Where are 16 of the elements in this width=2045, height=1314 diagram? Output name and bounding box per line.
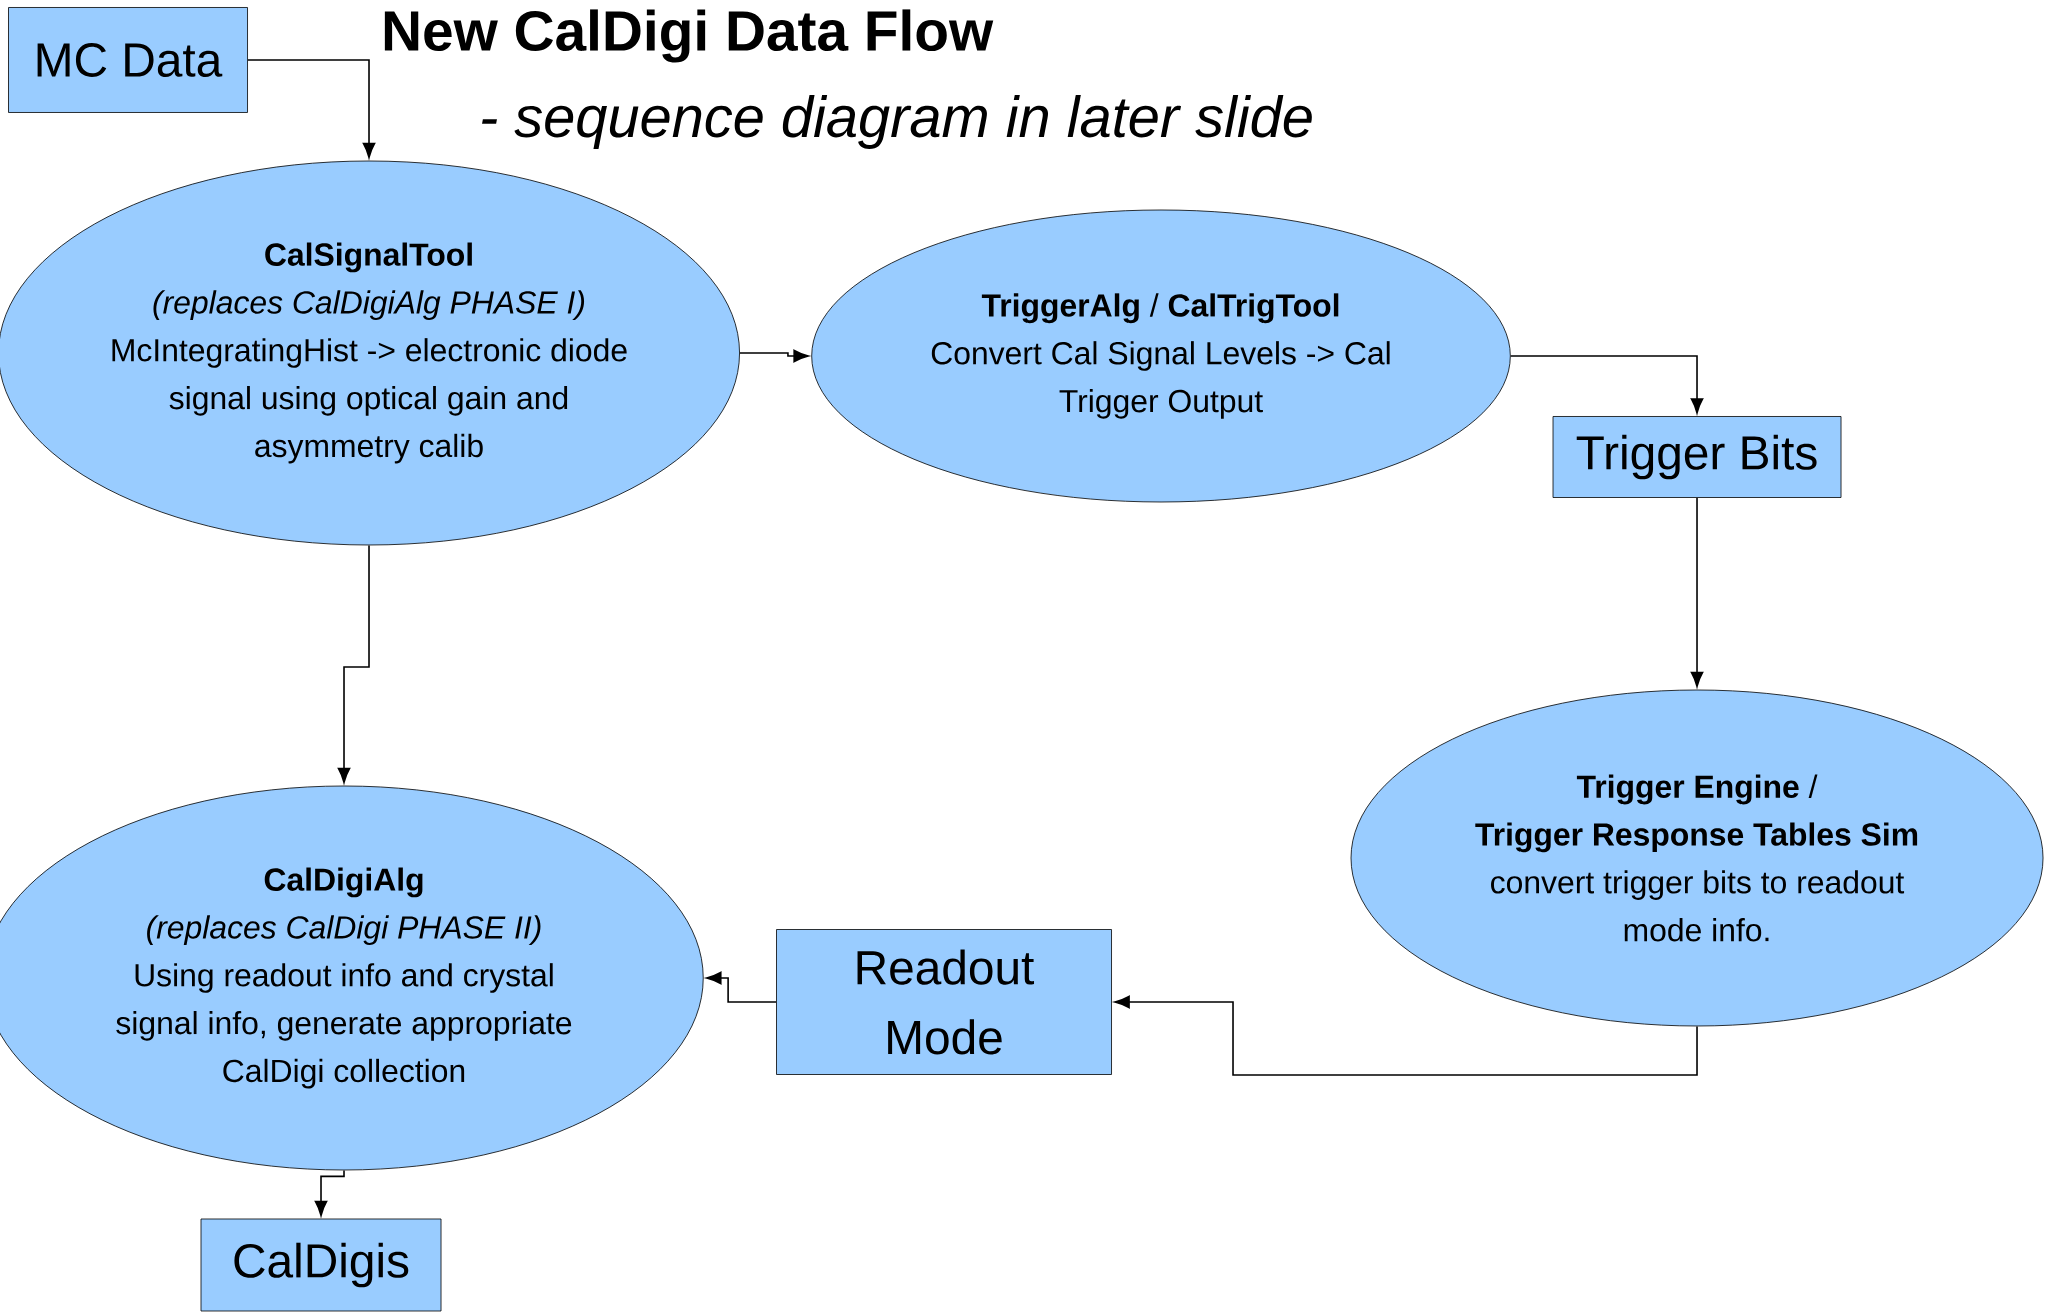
arrow: [314, 1169, 345, 1217]
arrow: [1690, 497, 1704, 688]
process-box: CalDigis: [200, 1218, 442, 1312]
process-box: MC Data: [8, 7, 248, 113]
title: New CalDigi Data Flow: [384, 9, 994, 63]
arrow: [337, 544, 370, 784]
ellipse-node: TriggerAlg / CalTrigTool Convert Cal Signal Levels -> Cal Trigger Output: [811, 209, 1511, 503]
arrow: [739, 349, 809, 363]
process-box: Trigger Bits: [1552, 416, 1842, 498]
process-box: Readout Mode: [776, 929, 1112, 1075]
arrow: [247, 59, 376, 159]
arrow: [1114, 995, 1698, 1076]
arrow: [1509, 355, 1704, 414]
ellipse-node: Trigger Engine / Trigger Response Tables Sim convert trigger bits to readout mode info.: [1350, 689, 2044, 1027]
arrow: [706, 971, 777, 1003]
subtitle: - sequence diagram in later slide: [482, 95, 1312, 149]
